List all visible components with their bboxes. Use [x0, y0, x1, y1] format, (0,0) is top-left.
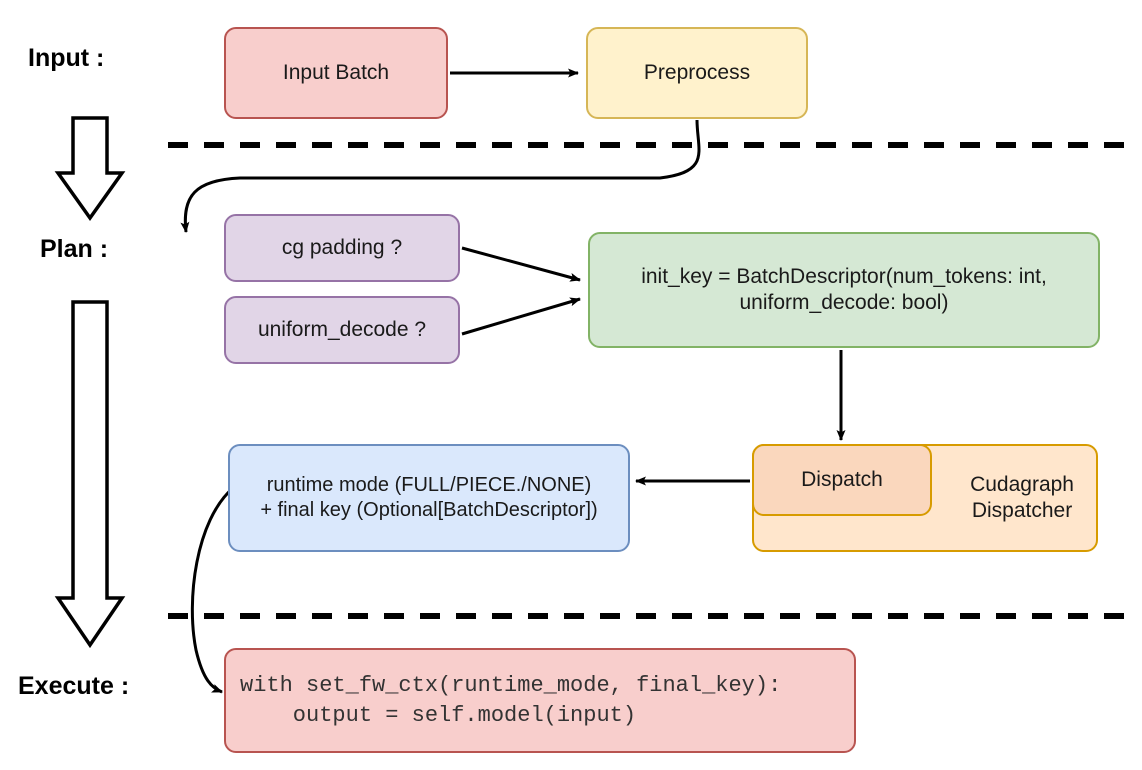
node-init-key[interactable]: init_key = BatchDescriptor(num_tokens: i… — [588, 232, 1100, 348]
edge-cg-padding-to-init-key — [461, 246, 581, 282]
stage-label-input: Input : — [28, 44, 105, 72]
stage-arrow-plan-to-execute — [54, 300, 126, 649]
stage-label-execute: Execute : — [18, 672, 130, 700]
node-execute-code[interactable]: with set_fw_ctx(runtime_mode, final_key)… — [224, 648, 856, 753]
node-cg-padding[interactable]: cg padding ? — [224, 214, 460, 282]
node-runtime-mode[interactable]: runtime mode (FULL/PIECE./NONE) + final … — [228, 444, 630, 552]
stage-arrow-input-to-plan — [54, 116, 126, 222]
node-dispatch[interactable]: Dispatch — [752, 444, 932, 516]
node-preprocess[interactable]: Preprocess — [586, 27, 808, 119]
edge-uniform-decode-to-init-key — [461, 297, 581, 336]
node-input-batch[interactable]: Input Batch — [224, 27, 448, 119]
stage-label-plan: Plan : — [40, 235, 109, 263]
node-uniform-decode[interactable]: uniform_decode ? — [224, 296, 460, 364]
